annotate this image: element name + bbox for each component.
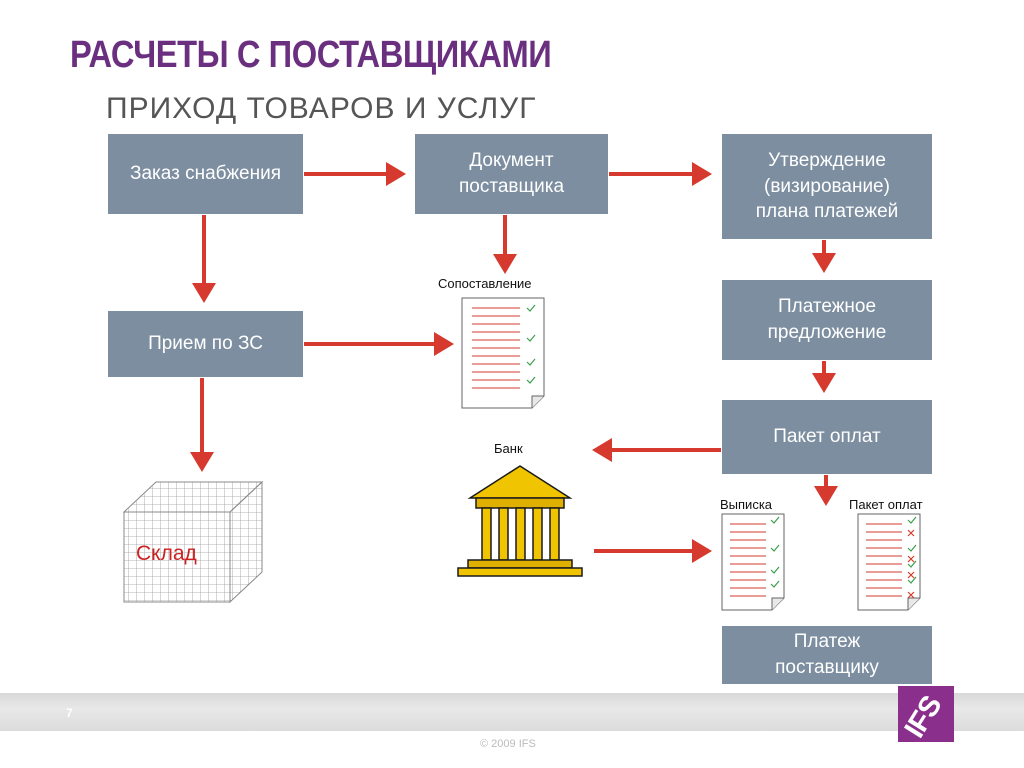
page-subtitle: ПРИХОД ТОВАРОВ И УСЛУГ bbox=[106, 92, 537, 125]
node-vendor-document-label: Документ поставщика bbox=[458, 150, 565, 197]
ifs-logo: IFS bbox=[898, 686, 954, 742]
warehouse-label: Склад bbox=[136, 542, 197, 565]
copyright: © 2009 IFS bbox=[480, 738, 536, 750]
payment-packet-document-icon bbox=[857, 513, 921, 611]
node-payment-plan-approval-label: Утверждение (визирование) плана платежей bbox=[755, 150, 899, 223]
matching-label: Сопоставление bbox=[438, 276, 532, 291]
node-goods-receipt-label: Прием по ЗС bbox=[148, 333, 263, 355]
ifs-logo-text: IFS bbox=[898, 690, 949, 742]
node-payment-proposal-label: Платежное предложение bbox=[767, 296, 887, 343]
node-vendor-payment-label: Платеж поставщику bbox=[775, 631, 879, 678]
bank-building-icon bbox=[457, 465, 583, 577]
node-payment-proposal: Платежное предложение bbox=[722, 280, 932, 360]
node-goods-receipt: Прием по ЗС bbox=[108, 311, 303, 377]
node-purchase-order-label: Заказ снабжения bbox=[129, 163, 282, 185]
node-purchase-order: Заказ снабжения bbox=[108, 134, 303, 214]
matching-document-icon bbox=[461, 297, 545, 409]
footer-bar bbox=[0, 693, 1024, 731]
page-title: РАСЧЕТЫ С ПОСТАВЩИКАМИ bbox=[70, 34, 552, 76]
statement-document-icon bbox=[721, 513, 785, 611]
bank-label: Банк bbox=[494, 441, 523, 456]
payment-packet-doc-label: Пакет оплат bbox=[849, 497, 923, 512]
page-number: 7 bbox=[66, 706, 73, 720]
node-payment-plan-approval: Утверждение (визирование) плана платежей bbox=[722, 134, 932, 239]
node-vendor-payment: Платеж поставщику bbox=[722, 626, 932, 684]
statement-label: Выписка bbox=[720, 497, 773, 512]
node-payment-packet-label: Пакет оплат bbox=[773, 426, 881, 448]
node-vendor-document: Документ поставщика bbox=[415, 134, 608, 214]
node-payment-packet: Пакет оплат bbox=[722, 400, 932, 474]
warehouse-cube-icon bbox=[122, 480, 264, 604]
